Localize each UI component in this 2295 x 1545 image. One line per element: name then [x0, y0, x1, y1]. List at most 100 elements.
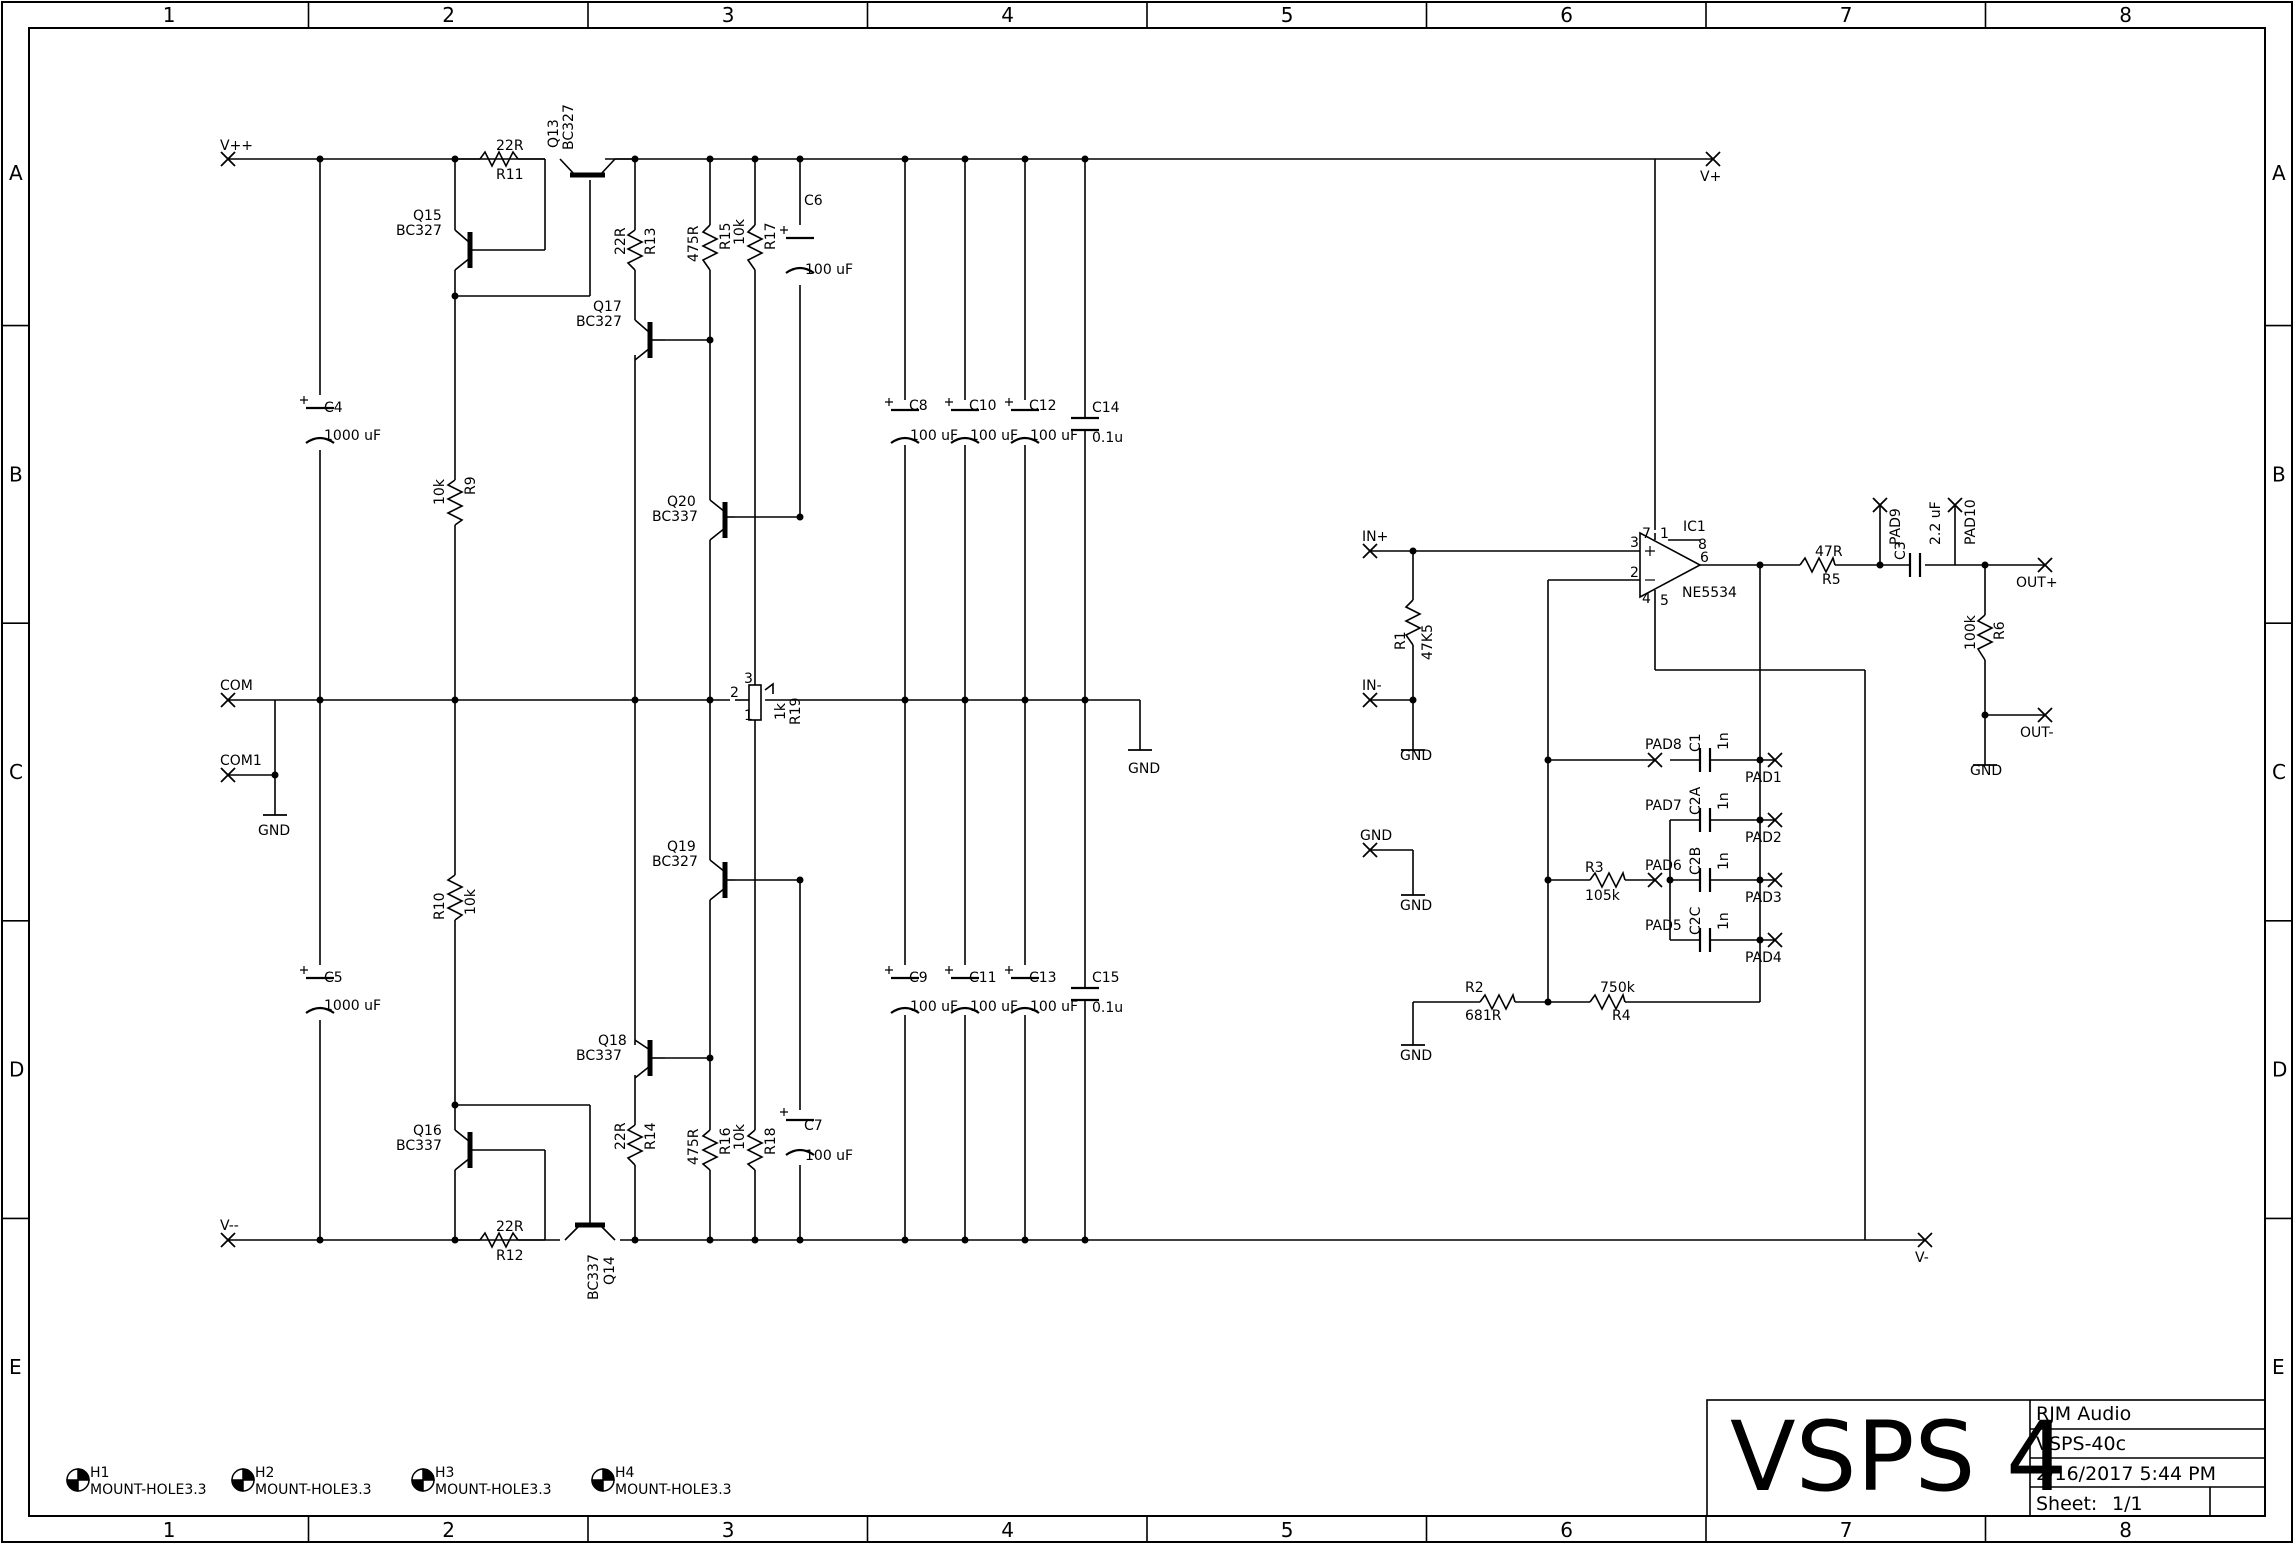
junction-dot — [316, 1236, 324, 1244]
junction-dot — [1756, 936, 1764, 944]
pad10-label: PAD10 — [1963, 499, 1979, 545]
zone-col-label: 5 — [1281, 3, 1294, 27]
net-label-in-minus: IN- — [1362, 678, 1382, 694]
connector-x-marker — [1362, 842, 1378, 858]
resistor-symbols — [446, 150, 1994, 1249]
junction-dot — [631, 155, 639, 163]
net-label-vm: V- — [1915, 1250, 1929, 1266]
gnd-label: GND — [1128, 761, 1160, 777]
junction-dot — [1021, 696, 1029, 704]
zone-col-label: 4 — [1001, 3, 1014, 27]
zone-row-label: A — [9, 161, 23, 185]
junction-dot — [451, 292, 459, 300]
ic1-pin3: 3 — [1630, 535, 1639, 551]
junction-dot — [706, 155, 714, 163]
net-label-vmm: V-- — [220, 1218, 239, 1234]
r10-name: R10 — [432, 892, 448, 920]
c12-name: C12 — [1029, 398, 1057, 414]
r1-value: 47K5 — [1420, 624, 1436, 660]
zone-col-label: 2 — [442, 1518, 455, 1542]
ic1-value: NE5534 — [1682, 585, 1737, 601]
c14-value: 0.1u — [1092, 430, 1123, 446]
h1-name: H1 — [90, 1465, 109, 1481]
c11-value: 100 uF — [970, 999, 1018, 1015]
junction-dot — [901, 696, 909, 704]
r19-name: R19 — [788, 697, 804, 725]
c2b-name: C2B — [1688, 847, 1704, 875]
junction-dot — [271, 771, 279, 779]
connector-x-marker — [220, 692, 236, 708]
r18-value: 10k — [732, 1123, 748, 1150]
r14-symbol — [626, 1124, 644, 1166]
ic1-pin5: 5 — [1660, 593, 1669, 609]
q18-value: BC337 — [576, 1048, 622, 1064]
c15-value: 0.1u — [1092, 1000, 1123, 1016]
ic1-name: IC1 — [1683, 519, 1706, 535]
junction-dot — [901, 1236, 909, 1244]
q14-value: BC337 — [586, 1254, 602, 1300]
junction-dot — [1756, 756, 1764, 764]
connector-x-marker — [1362, 692, 1378, 708]
h3-name: H3 — [435, 1465, 454, 1481]
drawing-number: VSPS-40c — [2036, 1433, 2126, 1455]
c3-value: 2.2 uF — [1928, 501, 1944, 545]
c15-name: C15 — [1092, 970, 1120, 986]
ic1-pin2: 2 — [1630, 565, 1639, 581]
r18-name: R18 — [763, 1127, 779, 1155]
c12-value: 100 uF — [1030, 428, 1078, 444]
connector-x-marker — [1362, 543, 1378, 559]
q20-value: BC337 — [652, 509, 698, 525]
q19-name: Q19 — [667, 839, 696, 855]
junction-dot — [751, 1236, 759, 1244]
mount-hole-symbols — [66, 1468, 615, 1492]
zone-row-label: A — [2272, 161, 2286, 185]
zone-col-label: 3 — [722, 1518, 735, 1542]
q13-name: Q13 — [546, 119, 562, 148]
junction-dot — [1756, 816, 1764, 824]
junction-dot — [1981, 711, 1989, 719]
r14-name: R14 — [643, 1122, 659, 1150]
r12-symbol — [479, 1231, 519, 1249]
connector-x-marker — [1647, 752, 1663, 768]
c9-value: 100 uF — [910, 999, 958, 1015]
connector-x-marker — [1872, 497, 1888, 513]
r5-symbol — [1799, 555, 1836, 574]
junction-dot — [796, 155, 804, 163]
junction-dot — [1544, 998, 1552, 1006]
q15-name: Q15 — [413, 208, 442, 224]
sheet-label: Sheet: — [2036, 1493, 2097, 1515]
zone-col-label: 7 — [1840, 1518, 1853, 1542]
c4-value: 1000 uF — [324, 428, 381, 444]
net-label-out-plus: OUT+ — [2016, 575, 2058, 591]
pad2-label: PAD2 — [1745, 830, 1782, 846]
ic1-pin7: 7 — [1642, 526, 1651, 542]
connector-x-marker — [2037, 707, 2053, 723]
pad4-label: PAD4 — [1745, 950, 1782, 966]
c10-value: 100 uF — [970, 428, 1018, 444]
junction-dot — [1081, 155, 1089, 163]
transistor-symbols — [454, 158, 735, 1241]
junction-dot — [316, 155, 324, 163]
net-label-in-plus: IN+ — [1362, 529, 1388, 545]
c8-value: 100 uF — [910, 428, 958, 444]
connector-x-marker — [220, 151, 236, 167]
pad5-label: PAD5 — [1645, 918, 1682, 934]
r19-pin1: 1 — [744, 708, 753, 724]
junction-dot — [1409, 547, 1417, 555]
drawing-date: 2/16/2017 5:44 PM — [2036, 1463, 2216, 1485]
junction-dot — [961, 696, 969, 704]
ic1-pin4: 4 — [1642, 591, 1651, 607]
h2-name: H2 — [255, 1465, 274, 1481]
pad7-label: PAD7 — [1645, 798, 1682, 814]
r15-name: R15 — [718, 222, 734, 250]
r9-name: R9 — [463, 476, 479, 495]
net-label-com1: COM1 — [220, 753, 262, 769]
junction-dot — [706, 1236, 714, 1244]
ic1-pin6: 6 — [1700, 550, 1709, 566]
junction-dot — [631, 696, 639, 704]
connector-x-marker — [1767, 812, 1783, 828]
net-label-vp: V+ — [1700, 169, 1721, 185]
r1-symbol — [1404, 599, 1422, 646]
r3-value: 105k — [1585, 888, 1621, 904]
r19-pin2: 2 — [730, 685, 739, 701]
